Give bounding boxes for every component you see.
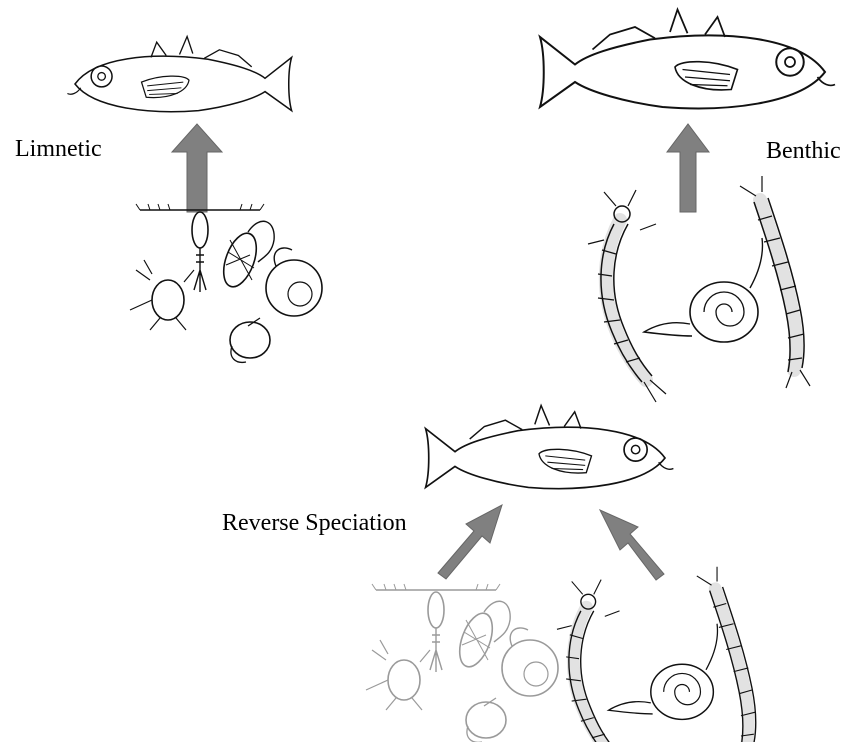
benthic-fish-icon xyxy=(540,10,835,109)
benthic-diagonal-arrow xyxy=(600,510,664,580)
limnetic-prey-plankton-icon xyxy=(130,204,322,362)
limnetic-fish-icon xyxy=(67,36,291,111)
limnetic-label: Limnetic xyxy=(15,136,102,163)
faded-plankton-prey-icon xyxy=(366,584,558,742)
hybrid-fish-icon xyxy=(426,406,674,489)
planktonic-diagonal-arrow xyxy=(438,505,502,579)
hybrid-benthic-prey-icon xyxy=(557,567,761,742)
limnetic-up-arrow xyxy=(172,124,222,212)
benthic-prey-invertebrates-icon xyxy=(588,176,810,402)
reverse-speciation-label: Reverse Speciation xyxy=(222,510,407,537)
benthic-label: Benthic xyxy=(766,138,841,165)
benthic-up-arrow xyxy=(667,124,709,212)
